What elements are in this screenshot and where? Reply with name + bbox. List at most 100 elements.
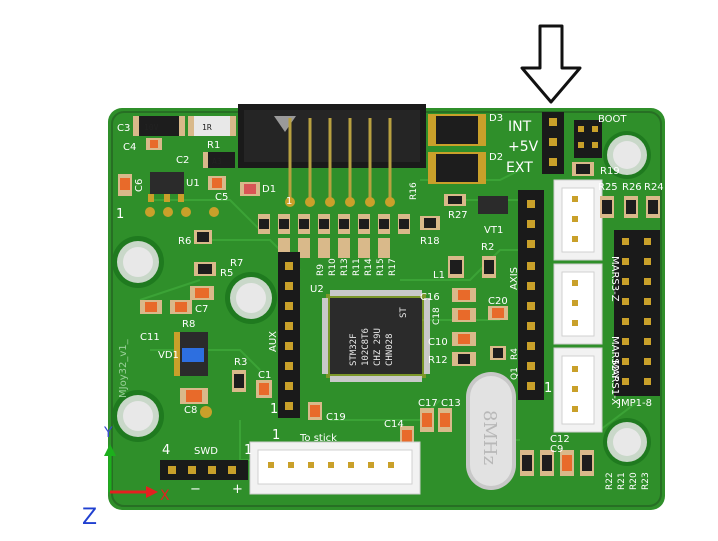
chip-line-2: 102C8T6 (361, 328, 371, 366)
label-jmp: JMP1-8 (617, 398, 652, 409)
label-vt1: VT1 (484, 225, 503, 236)
boot-jumper (574, 120, 602, 158)
mounting-hole-center-left (225, 272, 277, 324)
axis-y-label: Y (103, 425, 113, 441)
crystal-8mhz: 8MHz (466, 372, 516, 490)
label-minus: − (190, 482, 201, 497)
label-u1: U1 (186, 178, 200, 189)
cap-c4 (146, 138, 162, 150)
label-to-stick: To stick (299, 433, 337, 444)
c2-marking: A3 (212, 157, 222, 166)
mounting-hole-left-lower (112, 390, 164, 442)
label-swd-pin4: 4 (162, 443, 170, 458)
mars3-connector (553, 179, 603, 261)
label-r10: R10 (328, 258, 338, 276)
diode-vd1 (174, 332, 208, 376)
mars1-connector (553, 347, 603, 433)
swd-header (160, 460, 248, 480)
to-stick-connector (249, 441, 421, 495)
gold-pad-c8 (200, 406, 212, 418)
mounting-hole-bottom-right (603, 418, 651, 466)
label-c9: C9 (550, 444, 563, 455)
label-r14: R14 (364, 258, 374, 276)
mounting-hole-top-right (603, 131, 651, 179)
st-logo: ST (399, 307, 409, 318)
label-to-stick-pin1: 1 (272, 428, 280, 443)
cap-c6 (118, 174, 132, 196)
label-r16: R16 (409, 182, 419, 200)
inductor-l1 (448, 256, 464, 278)
gold-pads-row (145, 207, 219, 217)
diode-d3 (428, 114, 486, 146)
label-r4: R4 (510, 348, 520, 360)
caps-middle (452, 288, 508, 366)
down-arrow-icon (520, 24, 582, 104)
chip-line-3: CHZ 29U (373, 328, 383, 366)
label-c4: C4 (123, 142, 136, 153)
idc-connector (238, 104, 426, 207)
label-r2: R2 (481, 242, 494, 253)
res-r5 (194, 262, 216, 276)
axes-gizmo: Y X Z (82, 425, 170, 530)
label-axis: AXIS (509, 267, 520, 290)
axis-x-label: X (160, 488, 170, 504)
label-aux: AUX (268, 331, 279, 352)
transistor-vt1 (478, 196, 508, 214)
label-d1: D1 (262, 184, 276, 195)
label-c13: C13 (441, 398, 461, 409)
label-r3: R3 (234, 357, 247, 368)
resistor-row (258, 214, 410, 258)
res-r2 (482, 256, 496, 278)
regulator-u1 (148, 172, 184, 202)
c3-marking: 10V (144, 123, 159, 132)
diode-d2 (428, 152, 486, 184)
label-c17: C17 (418, 398, 438, 409)
label-r25: R25 (598, 182, 618, 193)
cap-c7 (190, 286, 214, 300)
label-r5: R5 (220, 268, 233, 279)
label-c7: C7 (195, 304, 208, 315)
res-bottom-right (520, 450, 594, 476)
label-r11: R11 (352, 258, 362, 276)
label-d2: D2 (489, 152, 503, 163)
label-board-name: MJoy32_v1_ (118, 338, 129, 398)
label-pin1-left: 1 (116, 207, 124, 222)
label-r9: R9 (316, 264, 326, 276)
label-axis-pin1: 1 (544, 381, 552, 396)
cap-c5 (208, 176, 226, 190)
label-r22: R22 (605, 472, 615, 490)
label-c16: C16 (420, 292, 440, 303)
cap-r8 (170, 300, 192, 314)
label-d1-pin1: 1 (286, 196, 292, 207)
label-r6: R6 (178, 236, 191, 247)
label-c6: C6 (134, 179, 145, 192)
silkscreen: C3 C4 C2 R1 U1 C6 C5 D1 1 1 R6 R7 R5 C7 … (116, 113, 664, 497)
label-r8: R8 (182, 319, 195, 330)
label-c10: C10 (428, 337, 448, 348)
label-r26: R26 (622, 182, 642, 193)
label-q1: Q1 (510, 367, 520, 380)
label-mars1: MARS1-X (609, 360, 620, 405)
label-u2: U2 (310, 284, 324, 295)
res-r6 (194, 230, 212, 244)
label-plus5v: +5V (508, 139, 539, 155)
label-c5: C5 (215, 192, 228, 203)
r1-marking: 1R (202, 123, 212, 132)
label-r24: R24 (644, 182, 664, 193)
label-c19: C19 (326, 412, 346, 423)
mars2-connector (553, 263, 603, 345)
label-r12: R12 (428, 355, 448, 366)
label-c3: C3 (117, 123, 130, 134)
axis-header (518, 190, 544, 400)
label-c2: C2 (176, 155, 189, 166)
label-r21: R21 (617, 472, 627, 490)
cap-c2: A3 (203, 152, 235, 168)
label-ext: EXT (506, 160, 533, 176)
aux-header (278, 252, 300, 418)
label-plus: + (232, 482, 243, 497)
label-d3: D3 (489, 113, 503, 124)
res-r3 (232, 370, 246, 392)
res-right-top (600, 196, 660, 218)
label-c18: C18 (432, 307, 442, 325)
label-mars3: MARS3-Z (609, 256, 620, 302)
